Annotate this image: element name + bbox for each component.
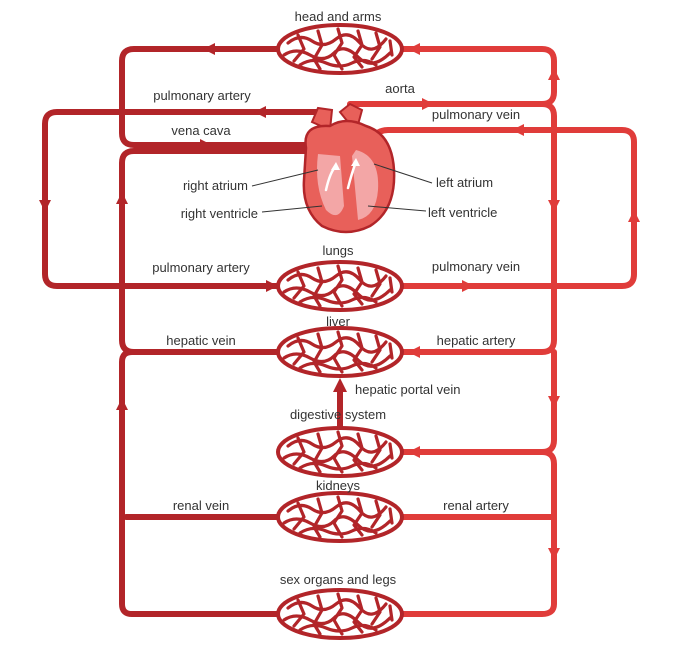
label-pulmonary-artery-lungs: pulmonary artery [152, 260, 250, 275]
label-renal-vein: renal vein [172, 498, 230, 513]
label-sex-organs-and-legs: sex organs and legs [279, 572, 397, 587]
liver-capillaries [276, 326, 404, 378]
left-chamber [352, 150, 379, 220]
label-pulmonary-artery-top: pulmonary artery [153, 88, 251, 103]
arrow-vena-up [116, 192, 128, 204]
label-hepatic-vein: hepatic vein [166, 333, 236, 348]
label-digestive-system: digestive system [289, 407, 387, 422]
label-aorta: aorta [385, 81, 415, 96]
arrow-lower-down [548, 548, 560, 560]
legs-capillaries [276, 588, 404, 640]
arrow-portal-up [333, 378, 347, 392]
capillary-beds [276, 23, 404, 640]
label-right-atrium: right atrium [182, 178, 248, 193]
label-head-and-arms: head and arms [294, 9, 382, 24]
head-and-arms-capillaries [276, 23, 404, 75]
arrow-pulm-down [39, 200, 51, 212]
venous-vessels [42, 46, 343, 617]
kidneys-capillaries [276, 491, 404, 543]
label-left-ventricle: left ventricle [428, 205, 498, 220]
arrow-head-return [203, 43, 215, 55]
digestive-artery-vessel [399, 349, 557, 455]
arrow-aorta-down [548, 200, 560, 212]
leader-lines [251, 163, 433, 213]
label-kidneys: kidneys [315, 478, 361, 493]
flow-arrows [39, 43, 640, 560]
head-return-vessel [119, 46, 311, 148]
label-hepatic-portal-vein: hepatic portal vein [355, 382, 461, 397]
arrow-pulm-artery-left [254, 106, 266, 118]
arrow-head-arms-up [548, 68, 560, 80]
pulmonary-artery-loop [42, 109, 325, 289]
label-right-ventricle: right ventricle [180, 206, 258, 221]
label-vena-cava: vena cava [171, 123, 231, 138]
descending-aorta-vessel [399, 101, 557, 355]
arrow-liver-in [408, 346, 420, 358]
arrow-aorta-right [422, 98, 434, 110]
lungs-capillaries [276, 260, 404, 312]
arrow-lungs-in [266, 280, 278, 292]
arrow-pulm-vein-right [462, 280, 474, 292]
label-pulmonary-vein-top: pulmonary vein [431, 107, 521, 122]
arrow-head-in [408, 43, 420, 55]
heart-illustration [302, 102, 396, 234]
label-hepatic-artery: hepatic artery [436, 333, 516, 348]
label-lungs: lungs [322, 243, 354, 258]
digestive-capillaries [276, 426, 404, 478]
arrow-digestive-in [408, 446, 420, 458]
arrow-digestive-down [548, 396, 560, 408]
label-left-atrium: left atrium [436, 175, 494, 190]
arrow-body-up [116, 398, 128, 410]
label-pulmonary-vein-lungs: pulmonary vein [431, 259, 521, 274]
label-renal-artery: renal artery [443, 498, 509, 513]
lower-aorta-vessel [399, 449, 557, 617]
body-return-vessel [119, 349, 281, 617]
arrow-pulm-vein-left [512, 124, 524, 136]
arrow-vena-cava-right [200, 139, 212, 151]
arrow-pulm-vein-up [628, 210, 640, 222]
label-liver: liver [326, 314, 350, 329]
